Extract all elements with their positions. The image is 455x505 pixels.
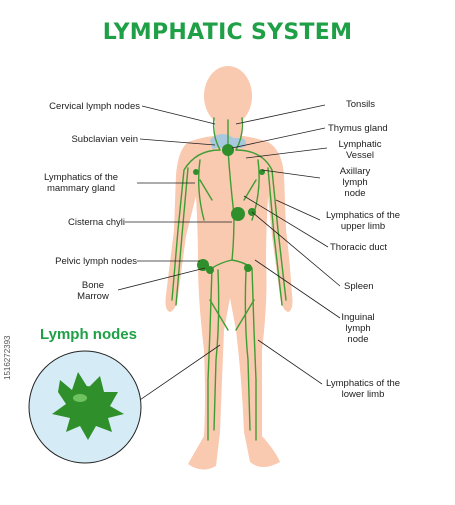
label-inguinal-line1: Inguinal (341, 312, 375, 323)
label-lymphatic-vessel: Lymphatic Vessel (330, 139, 390, 161)
label-vessel-line1: Lymphatic (338, 139, 382, 150)
label-axillary-line3: node (344, 188, 366, 199)
label-mammary-line1: Lymphatics of the (43, 172, 119, 183)
label-spleen: Spleen (344, 281, 374, 292)
label-thoracic-duct: Thoracic duct (330, 242, 388, 253)
label-upper-limb-line2: upper limb (340, 221, 386, 232)
label-marrow-line1: Bone (81, 280, 105, 291)
label-vessel-line2: Vessel (346, 150, 374, 161)
label-mammary-line2: mammary gland (46, 183, 116, 194)
label-cervical-lymph-nodes: Cervical lymph nodes (49, 101, 140, 112)
axillary-node-left (193, 169, 199, 175)
label-lower-limb-line1: Lymphatics of the (325, 378, 401, 389)
label-upper-limb: Lymphatics of the upper limb (316, 210, 410, 232)
body-silhouette (165, 66, 293, 470)
label-marrow-line2: Marrow (77, 291, 109, 302)
label-bone-marrow: Bone Marrow (70, 280, 116, 302)
label-axillary-line2: lymph (342, 177, 368, 188)
lymph-node-zoom (28, 350, 142, 464)
label-inguinal-line2: lymph (345, 323, 371, 334)
page-title: LYMPHATIC SYSTEM (102, 20, 353, 45)
label-cisterna-chyli: Cisterna chyli (67, 217, 125, 228)
label-inguinal-lymph-node: Inguinal lymph node (336, 312, 380, 345)
label-axillary-lymph-node: Axillary lymph node (333, 166, 377, 199)
body-lymph-nodes (193, 144, 265, 274)
label-inguinal-line3: node (347, 334, 369, 345)
label-axillary-line1: Axillary (339, 166, 371, 177)
label-lower-limb: Lymphatics of the lower limb (316, 378, 410, 400)
label-thymus-gland: Thymus gland (328, 123, 388, 134)
stock-id: 1516272393 (3, 335, 12, 381)
label-subclavian-vein: Subclavian vein (71, 134, 138, 145)
pelvic-node-2 (206, 266, 214, 274)
cisterna-chyli-node (231, 207, 245, 221)
thymus-node (222, 144, 234, 156)
label-lower-limb-line2: lower limb (341, 389, 385, 400)
lymphatic-vessels (171, 117, 287, 441)
label-upper-limb-line1: Lymphatics of the (325, 210, 401, 221)
inguinal-node (244, 264, 252, 272)
label-pelvic-lymph-nodes: Pelvic lymph nodes (55, 256, 137, 267)
label-tonsils: Tonsils (346, 99, 376, 110)
label-mammary-gland: Lymphatics of the mammary gland (22, 172, 140, 194)
lymph-nodes-heading: Lymph nodes (40, 326, 137, 343)
pelvic-node (197, 259, 209, 271)
